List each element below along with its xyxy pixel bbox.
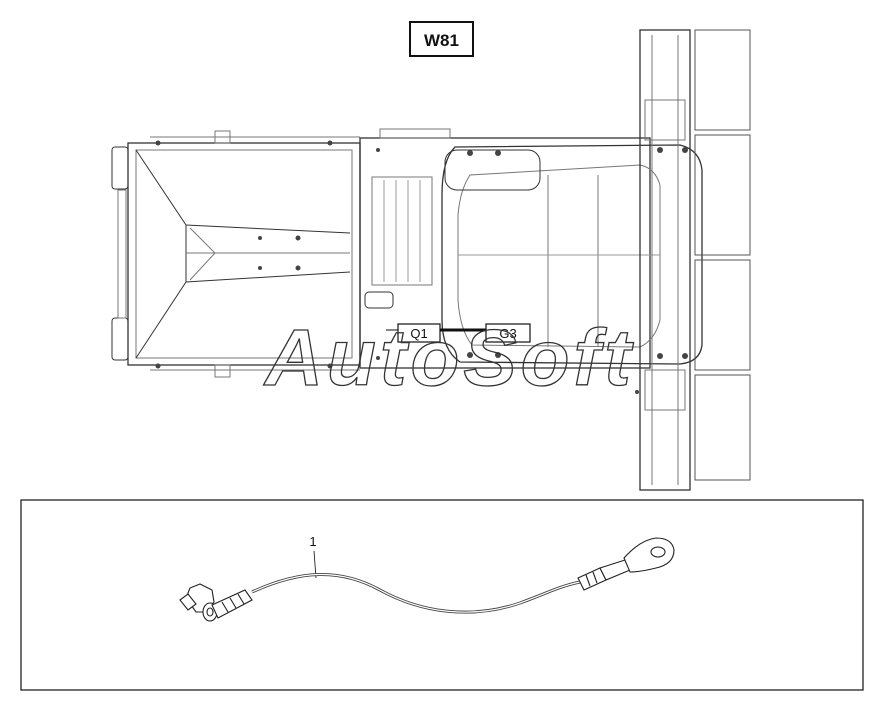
- detail-frame: [20, 499, 864, 691]
- vehicle-top-view: [111, 29, 751, 491]
- watermark: AutoSoft: [263, 313, 635, 402]
- diagram-code-box: W81: [409, 21, 474, 57]
- connector-g3-box: G3: [485, 323, 531, 343]
- connector-q1-box: Q1: [397, 323, 441, 343]
- battery-cable-part: [179, 537, 675, 622]
- diagram-code: W81: [424, 31, 459, 50]
- part-callout-number: 1: [309, 534, 316, 549]
- bolt-markers: [155, 140, 688, 394]
- connector-q1-label: Q1: [410, 326, 427, 341]
- connector-g3-label: G3: [499, 326, 516, 341]
